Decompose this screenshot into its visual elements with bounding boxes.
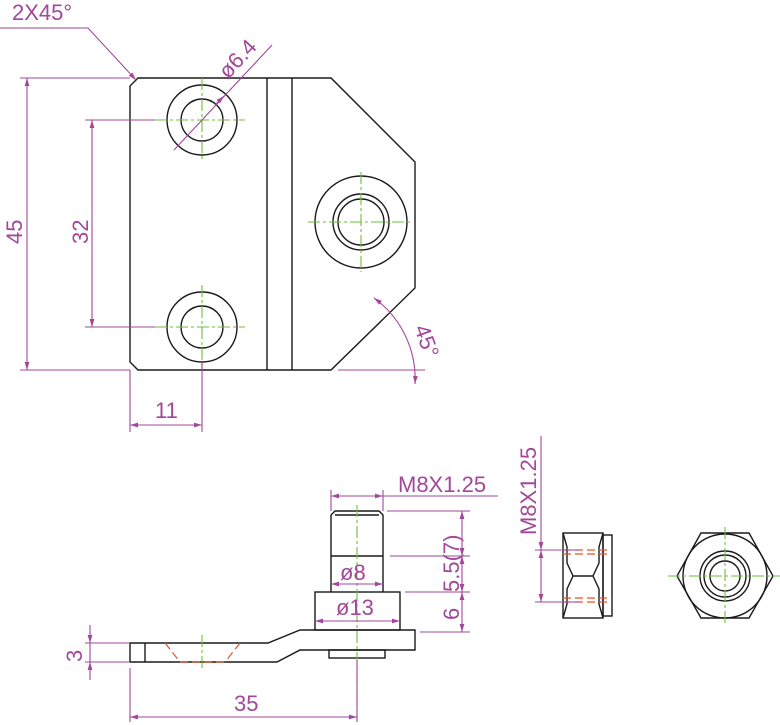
height-dimension: 45 [2,220,27,244]
stud-hole [308,172,412,272]
hole-diameter-label: ø6.4 [213,34,261,83]
collar-diameter-label: ø13 [336,595,374,620]
plate-thickness-dimension: 3 [62,650,87,662]
thread-length-dimension: 5.5(7) [439,535,464,592]
hole-spacing-dimension: 32 [68,220,93,244]
length-dimension: 35 [234,691,258,716]
angle-dimension: 45° [409,321,444,361]
top-view: 2X45° ø6.4 45 32 11 45° [0,0,444,432]
nut-side-view: M8X1.25 [516,436,613,619]
shaft-diameter-label: ø8 [340,560,366,585]
chamfer-note: 2X45° [12,0,72,25]
bracket-profile [129,629,416,663]
collar-height-dimension: 6 [439,608,464,620]
nut-front-view [668,527,780,625]
thread-label: M8X1.25 [398,472,486,497]
hole-bottom [155,285,245,368]
hole-top [155,78,245,160]
nut-thread-label: M8X1.25 [516,447,541,535]
plate-outline [129,77,416,371]
hole-offset-dimension: 11 [155,398,178,423]
side-view: M8X1.25 5.5(7) 6 ø8 ø13 3 35 [62,472,498,722]
countersink-hidden [164,642,241,663]
